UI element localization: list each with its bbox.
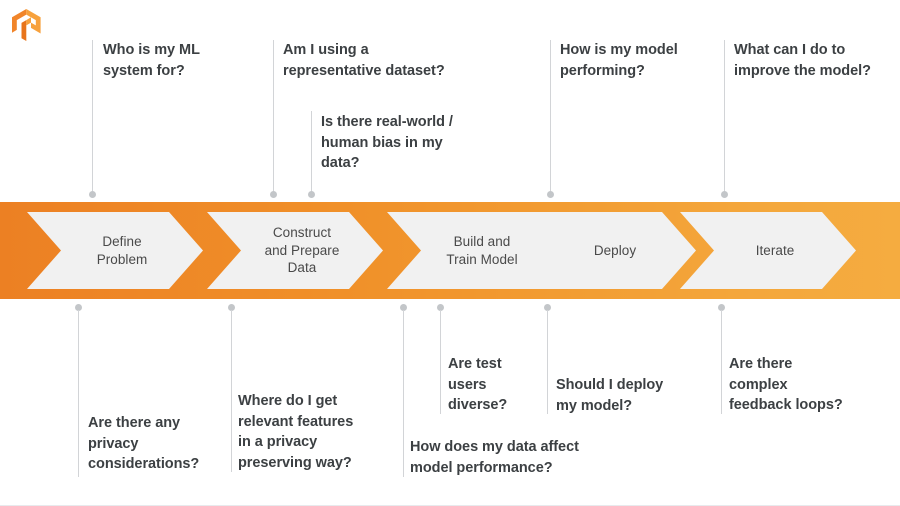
connector-dot-above-2: [270, 191, 277, 198]
connector-dot-below-5: [544, 304, 551, 311]
connector-line-below-6: [721, 310, 722, 414]
question-below-privacy-considerations: Are there any privacy considerations?: [88, 415, 200, 473]
question-below-should-i-deploy-my-model: Should I deploy my model?: [556, 377, 664, 414]
question-above-am-i-using-representative-dataset: Am I using a representative dataset?: [283, 42, 445, 79]
connector-line-above-5: [724, 40, 725, 194]
question-above-real-world-human-bias: Is there real-world / human bias in my d…: [321, 114, 453, 172]
connector-line-below-5: [547, 310, 548, 414]
connector-dot-below-1: [75, 304, 82, 311]
connector-dot-below-3: [400, 304, 407, 311]
process-step-iterate[interactable]: Iterate: [680, 212, 856, 289]
process-step-label: Define Problem: [96, 233, 148, 267]
connector-line-below-2: [231, 310, 232, 472]
connector-line-above-2: [273, 40, 274, 194]
process-step-label: Construct and Prepare Data: [264, 225, 340, 276]
connector-dot-below-4: [437, 304, 444, 311]
connector-line-below-3: [403, 310, 404, 477]
connector-dot-above-4: [547, 191, 554, 198]
connector-line-above-1: [92, 40, 93, 194]
tensorflow-logo: [12, 9, 42, 41]
connector-dot-above-5: [721, 191, 728, 198]
process-step-label: Iterate: [755, 242, 795, 258]
tensorflow-logo-icon: [12, 9, 41, 41]
question-above-who-is-my-ml-system-for: Who is my ML system for?: [103, 42, 200, 79]
connector-line-below-4: [440, 310, 441, 414]
question-below-how-does-data-affect-performance: How does my data affect model performanc…: [410, 439, 579, 476]
question-below-are-test-users-diverse: Are test users diverse?: [448, 356, 508, 414]
question-above-what-can-i-do-to-improve: What can I do to improve the model?: [734, 42, 871, 79]
connector-line-above-4: [550, 40, 551, 194]
question-below-complex-feedback-loops: Are there complex feedback loops?: [729, 356, 843, 414]
process-step-label: Deploy: [593, 242, 637, 258]
connector-dot-below-6: [718, 304, 725, 311]
connector-dot-above-3: [308, 191, 315, 198]
connector-dot-below-2: [228, 304, 235, 311]
question-above-how-is-my-model-performing: How is my model performing?: [560, 42, 678, 79]
question-below-relevant-features-privacy: Where do I get relevant features in a pr…: [238, 393, 354, 471]
connector-line-above-3: [311, 111, 312, 194]
connector-line-below-1: [78, 310, 79, 477]
connector-dot-above-1: [89, 191, 96, 198]
process-step-label: Build and Train Model: [446, 233, 518, 267]
